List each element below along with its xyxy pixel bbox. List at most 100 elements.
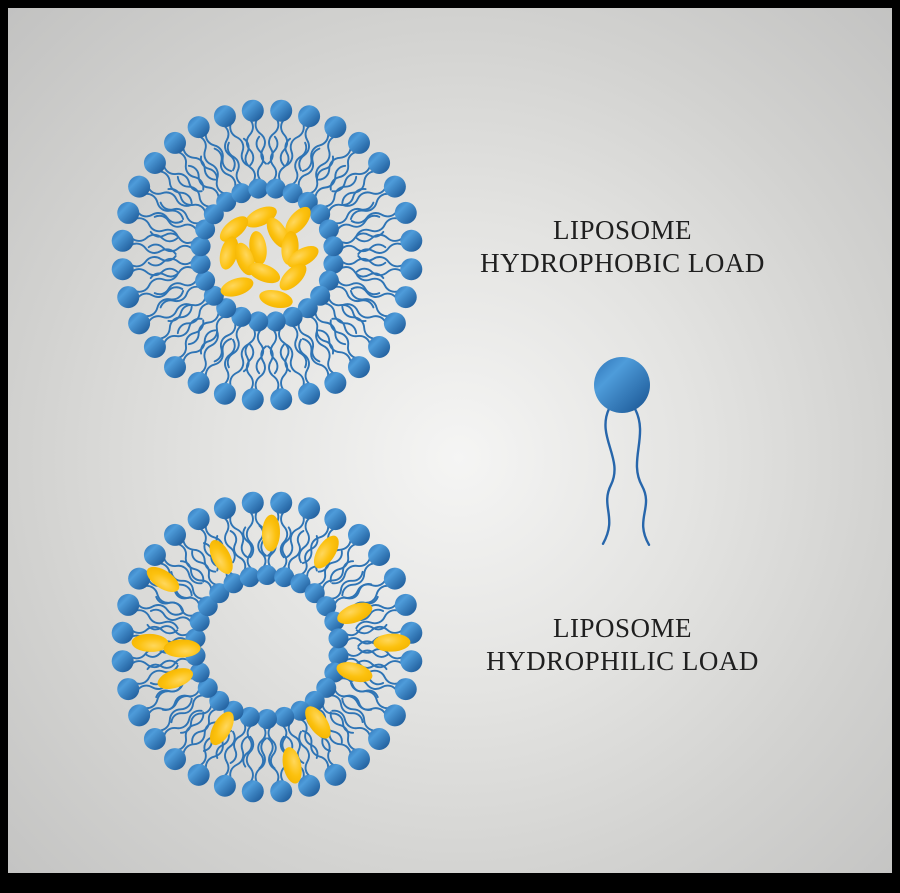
lipid-head [239, 706, 260, 727]
lipid-tail [339, 266, 385, 280]
label-line-2: HYDROPHILIC LOAD [486, 646, 759, 676]
lipid-head [209, 690, 230, 711]
lipid-tail [350, 210, 398, 224]
phospholipid [187, 330, 233, 394]
lipid-tail [329, 694, 364, 724]
lipid-head [310, 285, 331, 306]
lipid-tail [350, 286, 398, 300]
lipid-head [383, 175, 406, 198]
phospholipid [331, 544, 391, 597]
lipid-head [241, 388, 264, 411]
phospholipid [350, 272, 417, 309]
lipid-tail [344, 623, 388, 637]
lipid-tail [226, 324, 244, 369]
lipid-tail [242, 724, 253, 768]
lipid-tail [315, 550, 343, 586]
membrane-cargo-molecule [146, 566, 180, 593]
lipid-head [117, 678, 140, 701]
lipid-tail [198, 135, 219, 180]
phospholipid [213, 105, 250, 172]
lipid-tail [298, 338, 312, 386]
lipid-head [164, 356, 187, 379]
lipid-head [187, 371, 210, 394]
lipid-tail [162, 709, 203, 738]
lipid-head [323, 236, 344, 257]
lipid-tail [222, 730, 236, 778]
lipid-head [111, 650, 134, 673]
lipid-tail [269, 328, 279, 375]
lipid-head [265, 178, 286, 199]
lipid-tail [355, 625, 404, 635]
phospholipid [229, 526, 260, 588]
lipid-head [128, 704, 151, 727]
lipid-tail [136, 286, 184, 300]
phospholipid [213, 141, 252, 204]
phospholipid [213, 338, 250, 405]
phospholipid [187, 298, 237, 355]
lipid-tail [329, 319, 358, 360]
phospholipid [282, 306, 321, 369]
lipid-tail [213, 321, 237, 363]
lipid-tail [281, 526, 292, 570]
lipid-tail [229, 722, 247, 764]
lipid-head [368, 727, 391, 750]
lipid-tail [322, 175, 358, 208]
lipid-head [328, 628, 349, 649]
lipid-tail [245, 735, 255, 784]
phospholipid [310, 175, 367, 225]
phospholipid [111, 229, 179, 255]
lipid-head [203, 285, 224, 306]
lipid-tail [130, 625, 179, 635]
lipid-tail [601, 407, 616, 545]
lipid-head [195, 270, 216, 291]
lipid-head [324, 116, 347, 139]
lipid-head [213, 105, 236, 128]
lipid-tail [162, 556, 203, 585]
phospholipid [267, 491, 293, 559]
lipid-tail [157, 697, 193, 732]
lipid-head [213, 774, 236, 797]
lipid-tail [299, 718, 319, 759]
phospholipid [147, 230, 211, 257]
lipid-head [394, 201, 417, 224]
lipid-head [187, 763, 210, 786]
lipid-head [274, 706, 295, 727]
phospholipid [167, 285, 224, 335]
lipid-head [316, 677, 337, 698]
phospholipid [297, 298, 347, 355]
lipid-head [213, 497, 236, 520]
lipid-tail [222, 124, 236, 172]
lipid-tail [170, 694, 205, 724]
lipid-tail [257, 725, 267, 770]
lipid-head [347, 131, 370, 154]
phospholipid [282, 141, 321, 204]
lipid-tail [301, 729, 330, 771]
lipid-tail [284, 343, 305, 388]
lipid-head [316, 596, 337, 617]
lipid-tail [267, 345, 280, 393]
membrane-cargo-molecule [282, 747, 302, 784]
lipid-tail [308, 155, 335, 195]
lipid-tail [314, 310, 347, 346]
lumen-cargo-molecule [285, 206, 311, 236]
lipid-tail [204, 131, 233, 173]
lipid-tail [161, 688, 201, 711]
phospholipid [187, 155, 237, 212]
lipid-tail [298, 516, 312, 564]
lipid-head [197, 677, 218, 698]
lipid-head [190, 253, 211, 274]
lipid-tail [284, 514, 305, 559]
lipid-tail [329, 150, 358, 191]
lipid-tail [147, 257, 194, 267]
lipid-head [324, 508, 347, 531]
lipid-head [143, 152, 166, 175]
phospholipid [267, 99, 293, 167]
phospholipid [179, 550, 230, 604]
lipid-tail [355, 272, 400, 293]
phospholipid [323, 230, 387, 257]
lipid-head [143, 335, 166, 358]
lipid-tail [242, 327, 256, 373]
phospholipid [284, 338, 321, 405]
lipid-head [290, 573, 311, 594]
